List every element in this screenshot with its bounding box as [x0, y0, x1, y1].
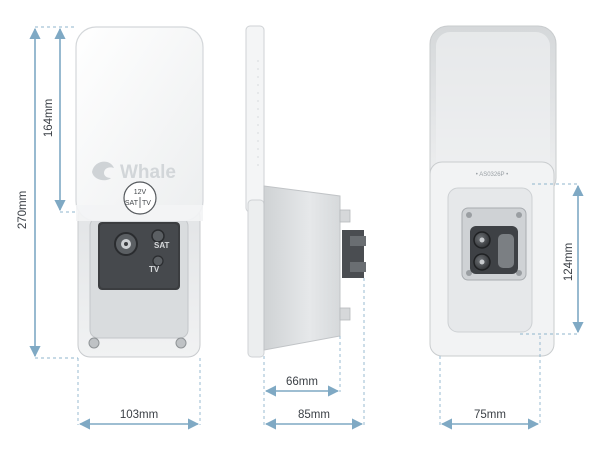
socket-label-tv: TV: [149, 265, 160, 274]
dim-label-lid-height: 164mm: [43, 99, 55, 137]
dim-label-front-width: 103mm: [120, 409, 158, 421]
front-view: SAT TV Whale 12V SAT TV: [75, 26, 204, 358]
badge-voltage: 12V: [134, 189, 147, 196]
screw-icon: [175, 337, 187, 349]
rear-view: • AS0326P •: [429, 25, 557, 357]
tv-socket-icon: [151, 229, 165, 243]
dim-label-side-depth-inner: 66mm: [286, 376, 318, 388]
whale-logo: Whale: [92, 161, 176, 183]
side-view: [245, 25, 366, 358]
dim-label-total-height: 270mm: [17, 191, 29, 229]
side-lid: [245, 25, 265, 213]
extension-lines: [35, 26, 580, 425]
dimension-labels: 270mm 164mm 103mm 66mm 85mm 124mm 75mm: [17, 99, 575, 421]
socket-label-sat: SAT: [154, 241, 170, 250]
voltage-badge: 12V SAT TV: [123, 181, 157, 215]
badge-tv: TV: [142, 200, 151, 207]
side-body: [263, 185, 341, 351]
dimension-lines: [29, 27, 584, 430]
dim-label-rear-height: 124mm: [563, 243, 575, 281]
badge-sat: SAT: [125, 200, 139, 207]
dim-label-rear-width: 75mm: [474, 409, 506, 421]
dim-label-side-depth-total: 85mm: [298, 409, 330, 421]
logo-text: Whale: [120, 162, 176, 183]
rear-stamp: • AS0326P •: [476, 172, 508, 178]
screw-icon: [88, 337, 100, 349]
side-flange: [247, 199, 265, 358]
